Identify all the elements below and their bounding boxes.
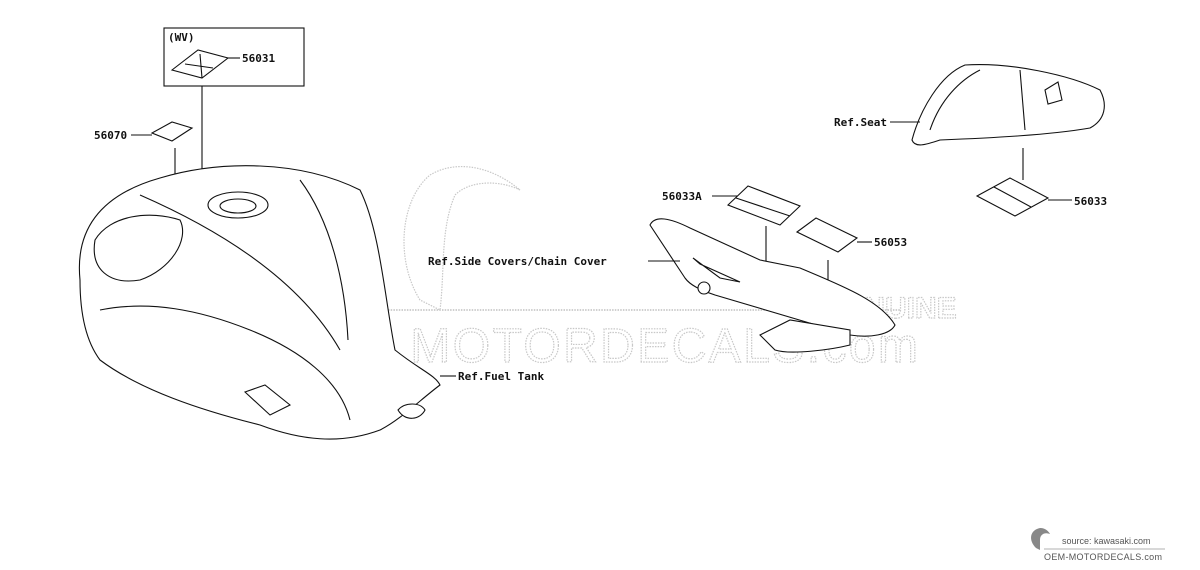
- part-number-56031[interactable]: 56031: [242, 52, 275, 65]
- seat: [911, 64, 1105, 146]
- watermark-bird-logo: [403, 165, 521, 311]
- wv-variant-box: [163, 27, 305, 87]
- decal-56033[interactable]: [975, 177, 1050, 217]
- decal-56033a[interactable]: [726, 185, 802, 226]
- chain-cover: [649, 218, 896, 353]
- part-number-56033a[interactable]: 56033A: [662, 190, 702, 203]
- ref-seat-label[interactable]: Ref.Seat: [834, 116, 887, 129]
- decal-56070[interactable]: [150, 121, 194, 142]
- ref-side-covers-label[interactable]: Ref.Side Covers/Chain Cover: [428, 255, 607, 268]
- part-number-56070[interactable]: 56070: [94, 129, 127, 142]
- part-number-56053[interactable]: 56053: [874, 236, 907, 249]
- footer-bird-logo: [1031, 528, 1050, 550]
- footer-site: OEM-MOTORDECALS.com: [1044, 552, 1162, 562]
- part-number-56033[interactable]: 56033: [1074, 195, 1107, 208]
- fuel-tank: [78, 165, 441, 440]
- ref-fuel-tank-label[interactable]: Ref.Fuel Tank: [458, 370, 544, 383]
- decal-56031[interactable]: [170, 49, 230, 79]
- wv-label: (WV): [168, 31, 195, 44]
- source-text: source: kawasaki.com: [1062, 536, 1151, 546]
- footer-source: source: kawasaki.com OEM-MOTORDECALS.com: [1031, 528, 1165, 562]
